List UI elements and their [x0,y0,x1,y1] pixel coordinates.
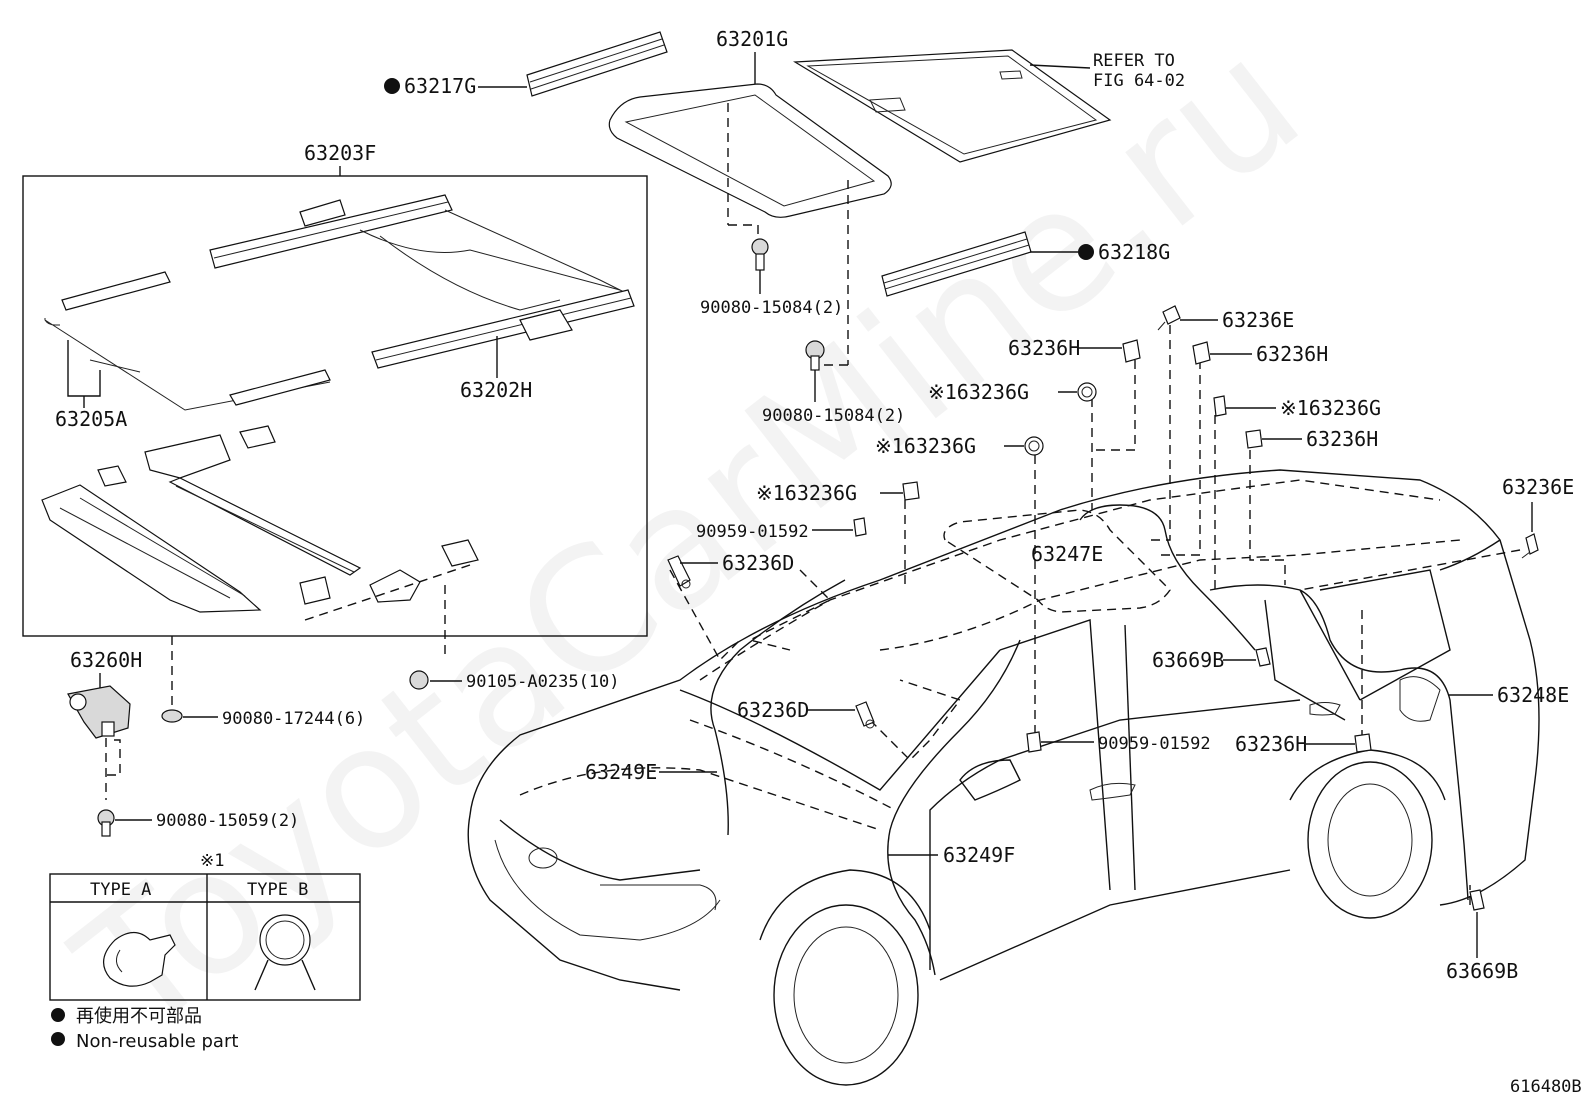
nut-90080-17244 [161,709,183,723]
sunshade-assembly [793,49,1112,163]
label-90080-15084-b: 90080-15084(2) [762,406,905,426]
refer-note-line2: FIG 64-02 [1093,71,1185,91]
clip-63236e-b [1521,533,1539,559]
label-63669b-a: 63669B [1152,648,1224,672]
label-63201g: 63201G [716,27,788,51]
non-reusable-dot-icon [51,1032,65,1046]
label-63202h: 63202H [460,378,532,402]
label-63249f: 63249F [943,843,1015,867]
drain-hose-63247e [1079,504,1256,651]
label-63236h-c: 63236H [1306,427,1378,451]
label-63236h-b: 63236H [1256,342,1328,366]
clip-90959-01592-a [853,517,867,537]
clip-63669b-b [1469,889,1485,911]
sunroof-glass-63201g [608,83,892,218]
label-63236g-d: ※163236G [756,481,857,505]
label-90105-a0235: 90105-A0235(10) [466,672,620,692]
label-63203f: 63203F [304,141,376,165]
clip-type-a-icon [103,931,176,987]
assembly-box-63203f [22,175,648,637]
label-63236h-d: 63236H [1235,732,1307,756]
clip-63236d-a [667,555,691,589]
clip-63236h-a [1122,339,1141,363]
clip-63236h-b [1192,341,1211,365]
label-63236e-b: 63236E [1502,475,1574,499]
label-63247e: 63247E [1031,542,1103,566]
sunroof-frame-assembly [41,194,635,613]
drain-hose-63249f [887,639,1021,976]
label-63260h: 63260H [70,648,142,672]
legend-note-mark: ※1 [200,851,224,871]
label-63669b-b: 63669B [1446,959,1518,983]
label-90959-01592-b: 90959-01592 [1098,734,1211,754]
label-63249e: 63249E [585,760,657,784]
clip-63236g-a [1077,382,1097,402]
clip-90959-01592-b [1026,731,1042,753]
label-90959-01592-a: 90959-01592 [696,522,809,542]
clip-63669b-a [1255,647,1271,667]
non-reusable-dot-icon [384,78,400,94]
clip-63236g-b [1213,395,1227,417]
drain-hose-63248e [1209,584,1469,901]
label-63236g-c: ※163236G [875,434,976,458]
legend-type-a: TYPE A [90,880,151,900]
legend-non-reusable-en: Non-reusable part [76,1031,238,1052]
label-63218g: 63218G [1098,240,1170,264]
label-63236g-b: ※163236G [1280,396,1381,420]
label-63236h-a: 63236H [1008,336,1080,360]
screw-90105-a0235 [409,670,429,690]
bolt-90080-15084-a [751,238,769,271]
label-63217g: 63217G [404,74,476,98]
clip-63236d-b [855,701,875,729]
clip-63236h-d [1354,733,1372,753]
weatherstrip-63217g [526,31,668,97]
legend-non-reusable-jp: 再使用不可部品 [76,1006,202,1027]
clip-63236g-c [1024,436,1044,456]
clip-63236e-a [1157,305,1181,331]
non-reusable-dot-icon [51,1008,65,1022]
legend-type-table [49,873,361,1001]
label-90080-17244: 90080-17244(6) [222,709,365,729]
sunroof-motor-63260h [67,685,131,739]
vehicle-outline [467,469,1540,1086]
label-90080-15084-a: 90080-15084(2) [700,298,843,318]
label-63236d-a: 63236D [722,551,794,575]
label-63248e: 63248E [1497,683,1569,707]
figure-id: 616480B [1510,1077,1582,1097]
refer-note-line1: REFER TO [1093,51,1175,71]
drain-hose-63249e [710,579,846,836]
bolt-90080-15059 [97,809,115,837]
clip-type-b-icon [254,914,316,991]
label-90080-15059: 90080-15059(2) [156,811,299,831]
label-63236e-a: 63236E [1222,308,1294,332]
label-63236d-b: 63236D [737,698,809,722]
clip-63236g-d [902,481,920,501]
clip-63236h-c [1245,429,1263,449]
label-63236g-a: ※163236G [928,380,1029,404]
legend-type-b: TYPE B [247,880,308,900]
label-63205a: 63205A [55,407,127,431]
non-reusable-dot-icon [1078,244,1094,260]
